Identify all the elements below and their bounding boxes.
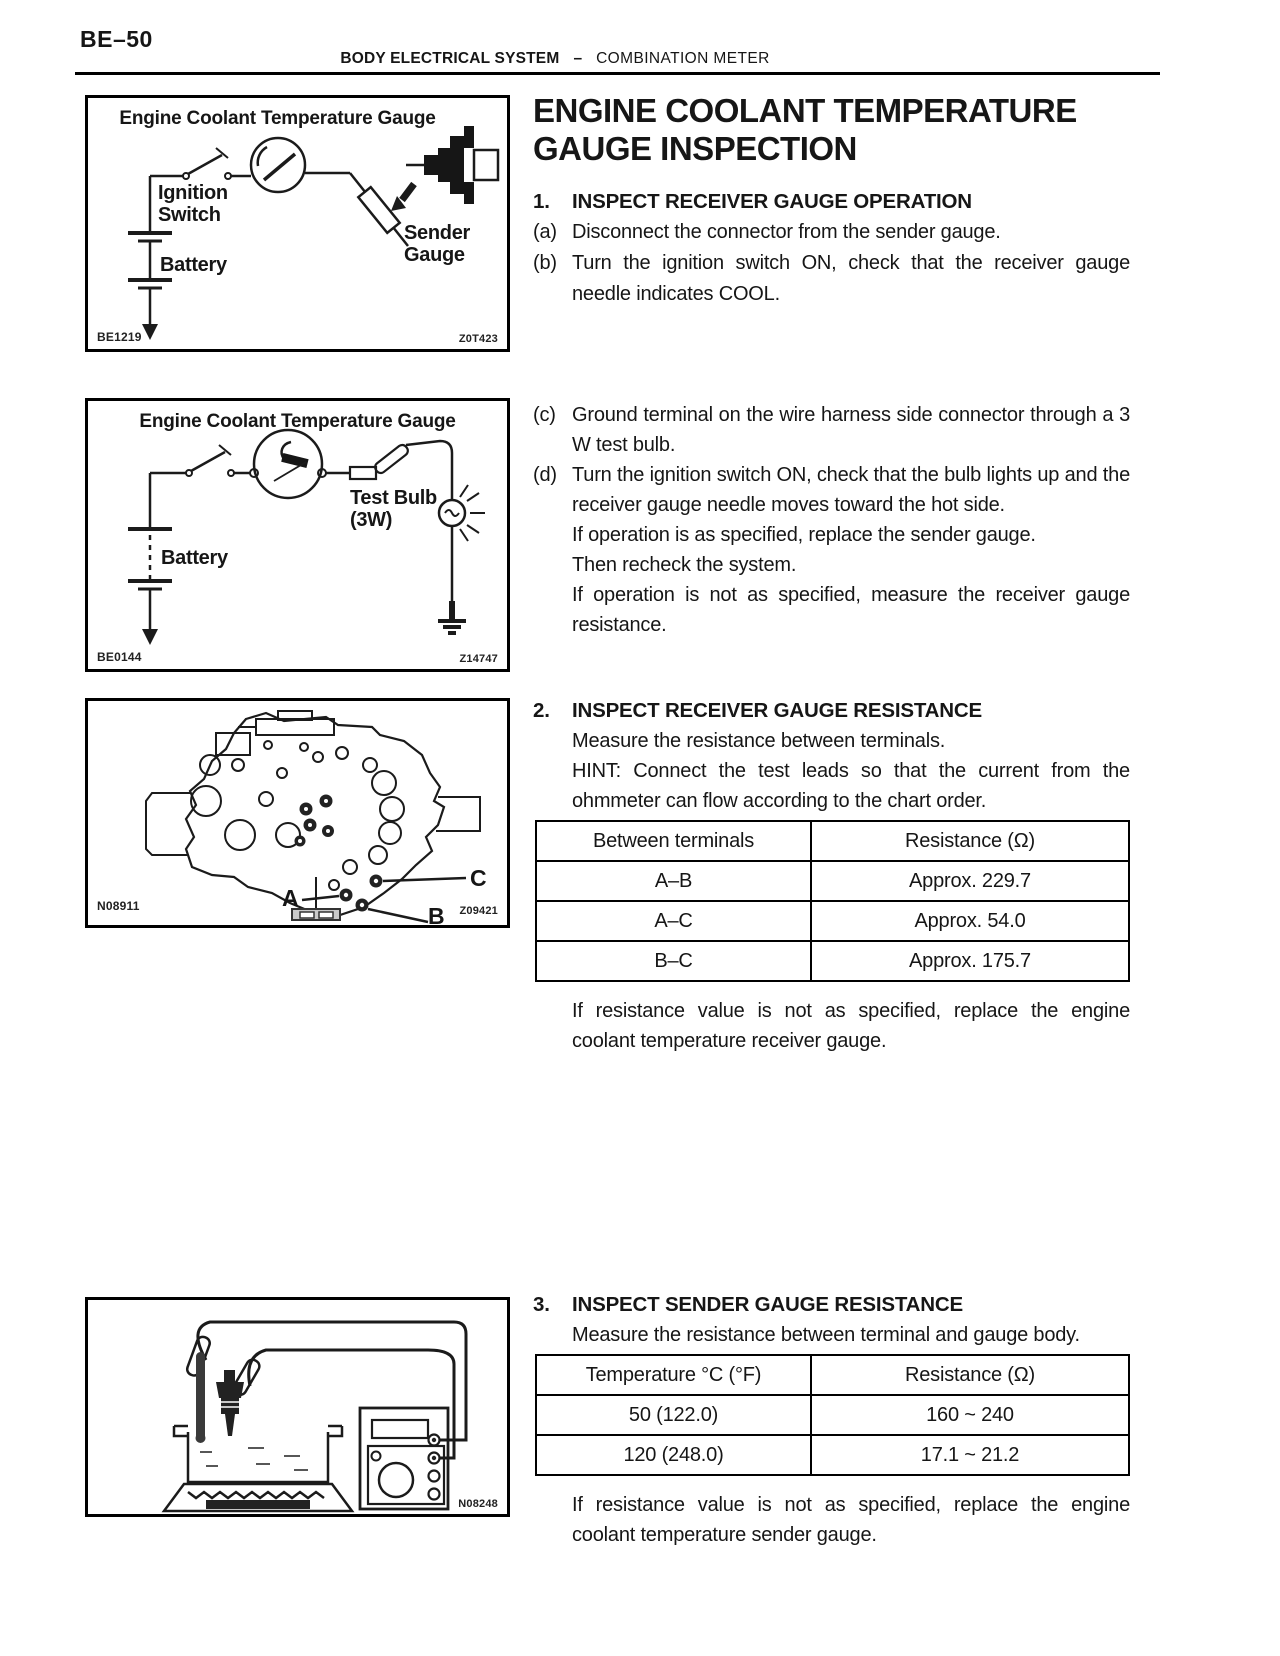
receiver-resistance-table: Between terminals Resistance (Ω) A–B App… <box>535 820 1130 982</box>
table-cell: 17.1 ~ 21.2 <box>810 1436 1128 1474</box>
step-c: (c) Ground terminal on the wire harness … <box>533 404 1130 456</box>
terminal-a-label: A <box>282 885 299 911</box>
figure-sender-test-setup: N08248 <box>85 1297 510 1517</box>
header-section: BODY ELECTRICAL SYSTEM <box>340 50 560 67</box>
sender-gauge-part <box>406 126 500 204</box>
table-row: A–B Approx. 229.7 <box>537 860 1128 900</box>
section-1-number: 1. <box>533 190 550 213</box>
table-header-row: Temperature °C (°F) Resistance (Ω) <box>537 1356 1128 1394</box>
section-2: 2. INSPECT RECEIVER GAUGE RESISTANCE Mea… <box>533 696 1130 1056</box>
section-2-number: 2. <box>533 699 550 722</box>
table-row: 50 (122.0) 160 ~ 240 <box>537 1394 1128 1434</box>
figure3-code-left: N08911 <box>97 899 140 913</box>
table-cell: A–C <box>654 910 693 932</box>
note-3: If operation is not as specified, measur… <box>572 584 1130 636</box>
battery-label: Battery <box>161 547 228 569</box>
figure2-title: Engine Coolant Temperature Gauge <box>139 411 456 432</box>
table-cell: Approx. 54.0 <box>810 902 1128 940</box>
step-b: (b) Turn the ignition switch ON, check t… <box>533 252 1130 305</box>
table-cell: Approx. 229.7 <box>810 862 1128 900</box>
figure2-code-left: BE0144 <box>97 650 142 664</box>
note-1: If operation is as specified, replace th… <box>572 524 1036 546</box>
figure3-code-right: Z09421 <box>459 905 498 917</box>
figure-meter-terminals: A C B N08911 Z09421 <box>85 698 510 929</box>
header-dash: – <box>573 50 583 67</box>
header-rule <box>75 72 1160 75</box>
ignition-switch-label: Ignition Switch <box>158 182 228 226</box>
figure4-code-right: N08248 <box>458 1498 498 1510</box>
page-number: BE–50 <box>80 26 153 52</box>
terminal-c-label: C <box>470 865 487 891</box>
table-row: B–C Approx. 175.7 <box>537 940 1128 980</box>
meter-back-diagram <box>145 710 481 924</box>
table-cell: B–C <box>654 950 693 972</box>
section-3-heading: INSPECT SENDER GAUGE RESISTANCE <box>572 1293 963 1316</box>
step-a: (a) Disconnect the connector from the se… <box>533 221 1001 243</box>
figure1-code-right: Z0T423 <box>458 333 498 345</box>
header-subsection: COMBINATION METER <box>596 50 770 67</box>
section-2-result-note: If resistance value is not as specified,… <box>572 1000 1130 1052</box>
section-1-continued: (c) Ground terminal on the wire harness … <box>533 400 1130 640</box>
table-cell: Approx. 175.7 <box>810 942 1128 980</box>
battery-label: Battery <box>160 254 227 276</box>
table-header-row: Between terminals Resistance (Ω) <box>537 822 1128 860</box>
section-1: 1. INSPECT RECEIVER GAUGE OPERATION (a) … <box>533 186 1130 310</box>
step-d: (d) Turn the ignition switch ON, check t… <box>533 464 1130 516</box>
figure1-code-left: BE1219 <box>97 330 142 344</box>
figure1-title: Engine Coolant Temperature Gauge <box>119 108 436 129</box>
test-bulb-label: Test Bulb (3W) <box>350 487 437 531</box>
figure-test-bulb-circuit: Engine Coolant Temperature Gauge Battery… <box>85 398 510 672</box>
section-2-line-1: Measure the resistance between terminals… <box>572 730 946 752</box>
column-header: Resistance (Ω) <box>810 1356 1128 1394</box>
figure2-code-right: Z14747 <box>459 653 498 665</box>
column-header: Resistance (Ω) <box>810 822 1128 860</box>
section-1-heading: INSPECT RECEIVER GAUGE OPERATION <box>572 190 972 213</box>
column-header: Between terminals <box>592 830 755 852</box>
section-3-number: 3. <box>533 1293 550 1316</box>
terminal-b-label: B <box>428 903 445 929</box>
circuit-diagram-2 <box>128 428 485 645</box>
section-2-heading: INSPECT RECEIVER GAUGE RESISTANCE <box>572 699 982 722</box>
section-3-result-note: If resistance value is not as specified,… <box>572 1494 1130 1546</box>
table-cell: A–B <box>654 870 693 892</box>
circuit-diagram-1 <box>128 126 500 340</box>
section-3-line-1: Measure the resistance between terminal … <box>572 1324 1080 1346</box>
column-header: Temperature °C (°F) <box>585 1364 762 1386</box>
table-cell: 50 (122.0) <box>628 1404 719 1426</box>
table-cell: 120 (248.0) <box>623 1444 724 1466</box>
note-2: Then recheck the system. <box>572 554 797 576</box>
sender-resistance-table: Temperature °C (°F) Resistance (Ω) 50 (1… <box>535 1354 1130 1476</box>
section-2-line-2: HINT: Connect the test leads so that the… <box>572 760 1130 812</box>
table-row: A–C Approx. 54.0 <box>537 900 1128 940</box>
test-setup-diagram <box>161 1320 468 1513</box>
figure-receiver-gauge-circuit: Engine Coolant Temperature Gauge Ignitio… <box>85 95 510 352</box>
sender-gauge-label: Sender Gauge <box>404 222 471 266</box>
section-3: 3. INSPECT SENDER GAUGE RESISTANCE Measu… <box>533 1290 1130 1550</box>
table-cell: 160 ~ 240 <box>810 1396 1128 1434</box>
page-title: ENGINE COOLANT TEMPERATURE GAUGE INSPECT… <box>533 92 1077 167</box>
running-header: BODY ELECTRICAL SYSTEM–COMBINATION METER <box>0 50 1110 68</box>
table-row: 120 (248.0) 17.1 ~ 21.2 <box>537 1434 1128 1474</box>
